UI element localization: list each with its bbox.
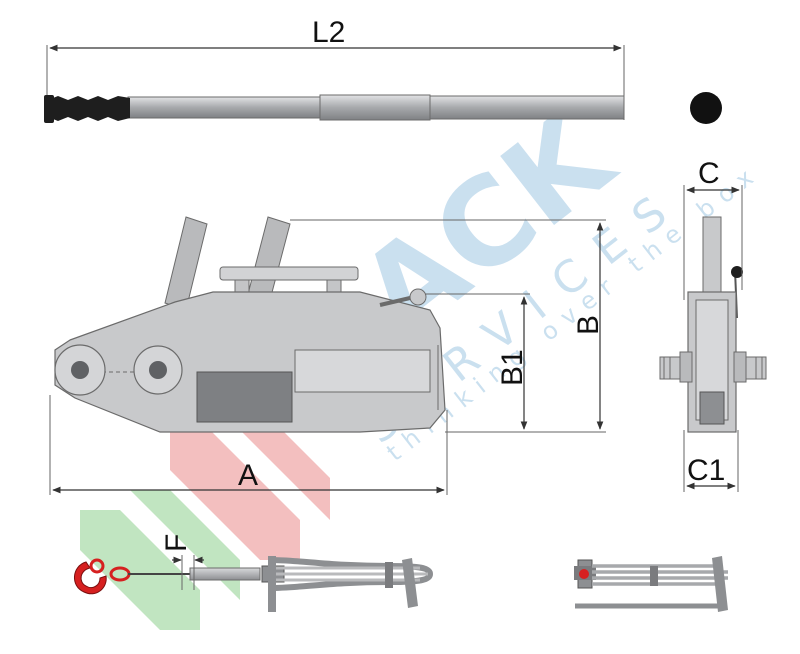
c-label: C [698, 157, 720, 190]
handle-end-view [690, 92, 722, 124]
f-dimension: F [160, 534, 204, 590]
c-dimension: C [683, 157, 743, 300]
c1-label: C1 [687, 454, 725, 487]
l2-label: L2 [312, 16, 345, 49]
b1-label: B1 [496, 349, 529, 386]
wire-rope-with-hook [74, 556, 434, 612]
handle-grip [48, 96, 130, 121]
a-label: A [238, 459, 258, 492]
b1-dimension: B1 [425, 293, 530, 430]
f-label: F [160, 534, 193, 552]
b-label: B [572, 315, 605, 335]
c1-dimension: C1 [683, 430, 739, 492]
hook-icon [74, 561, 107, 595]
winch-body-side-view [54, 216, 446, 433]
rope-coil [574, 556, 728, 612]
telescopic-handle [44, 94, 625, 123]
b-dimension: B [290, 219, 606, 433]
winch-front-view [659, 216, 767, 433]
a-dimension: A [49, 395, 448, 495]
